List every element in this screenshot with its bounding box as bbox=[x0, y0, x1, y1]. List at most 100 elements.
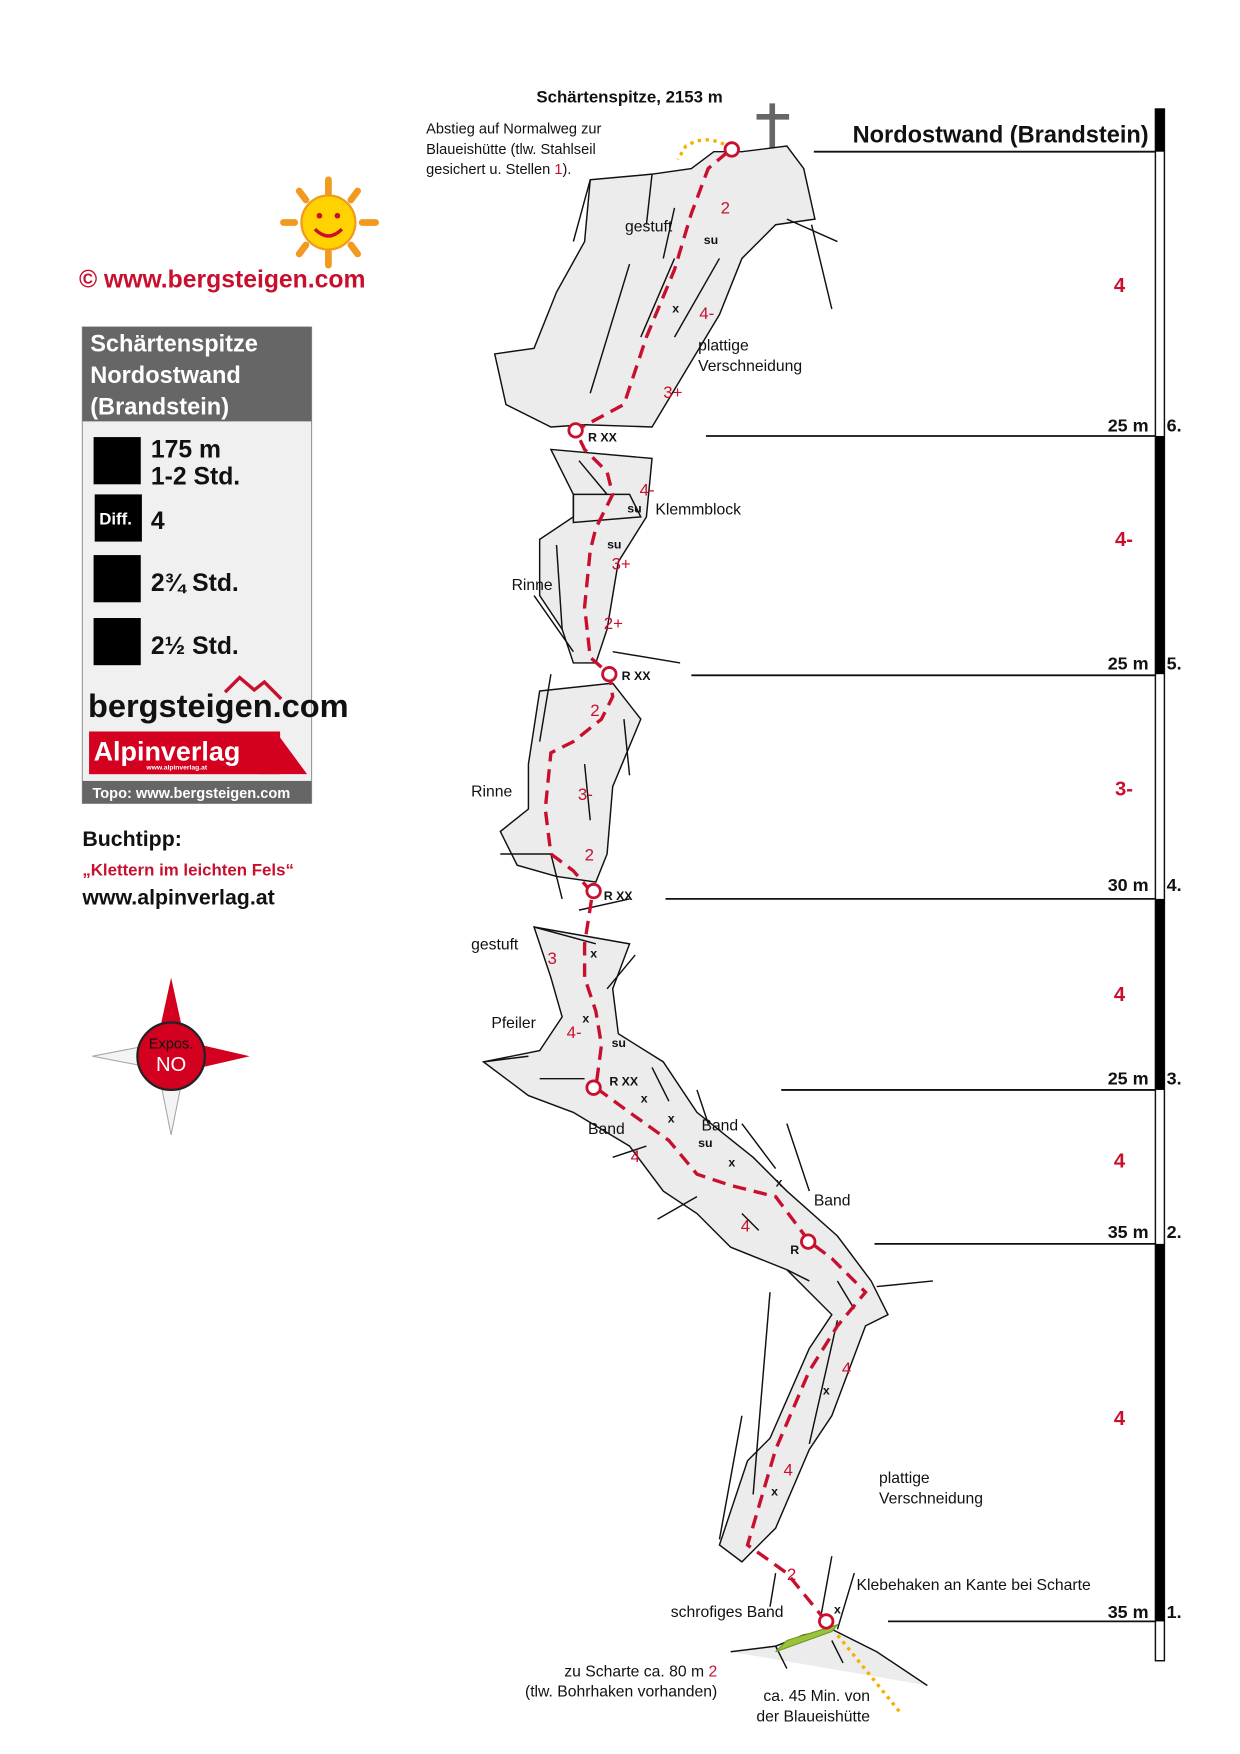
pitch-length: 30 m bbox=[1108, 875, 1149, 895]
pitch-scale-grade: 4 bbox=[1114, 984, 1126, 1006]
difficulty: 4 bbox=[151, 508, 165, 535]
feature-label: schrofiges Band bbox=[671, 1604, 784, 1621]
belay-label: R XX bbox=[588, 431, 618, 445]
pitch-number: 2. bbox=[1167, 1222, 1182, 1242]
difficulty-icon bbox=[94, 494, 142, 542]
pitch-grade: 2 bbox=[585, 846, 594, 865]
pitch-grade: 4 bbox=[631, 1147, 640, 1166]
sun-logo-icon bbox=[280, 176, 379, 269]
belay-label: R XX bbox=[609, 1074, 639, 1088]
feature-label: Pfeiler bbox=[491, 1015, 536, 1032]
piton-mark: x bbox=[776, 1176, 783, 1190]
pitch-scale-grade: 4- bbox=[1115, 529, 1133, 551]
piton-mark: x bbox=[728, 1155, 735, 1169]
pitch-grade: 2 bbox=[721, 198, 730, 217]
info-box: Schärtenspitze Nordostwand (Brandstein) … bbox=[81, 326, 349, 804]
pitch-length: 25 m bbox=[1108, 415, 1149, 435]
diff-label: Diff. bbox=[99, 510, 132, 529]
belay-icon bbox=[601, 666, 618, 683]
route-length: 175 m bbox=[151, 436, 221, 463]
pitch-length: 25 m bbox=[1108, 1068, 1149, 1088]
feature-label: Band bbox=[701, 1117, 738, 1134]
piton-mark: x bbox=[590, 946, 597, 960]
feature-label: Verschneidung bbox=[698, 358, 802, 375]
descent-arrow bbox=[676, 138, 732, 161]
pitch-grade: 4 bbox=[741, 1217, 750, 1236]
descent-note-1: Abstieg auf Normalweg zur bbox=[426, 122, 601, 138]
belay-label: R bbox=[790, 1243, 799, 1257]
compass-label: Expos. bbox=[149, 1036, 194, 1052]
feature-label: der Blaueishütte bbox=[756, 1708, 870, 1725]
pitch-length: 35 m bbox=[1108, 1222, 1149, 1242]
climber-icon bbox=[93, 437, 141, 485]
book-label: Buchtipp: bbox=[82, 827, 182, 851]
book-url[interactable]: www.alpinverlag.at bbox=[81, 886, 274, 910]
belay-label: R XX bbox=[604, 889, 634, 903]
approach-hiker-icon bbox=[93, 555, 141, 603]
belay-icon bbox=[567, 422, 584, 439]
su-label: su bbox=[704, 233, 718, 247]
bergsteigen-logo: bergsteigen.com bbox=[88, 688, 349, 724]
rock-face bbox=[481, 145, 934, 1687]
feature-label: Verschneidung bbox=[879, 1490, 983, 1507]
feature-label: (tlw. Bohrhaken vorhanden) bbox=[525, 1684, 717, 1701]
pitch-grade: 4 bbox=[842, 1359, 851, 1378]
pitch-scale-grade: 4 bbox=[1114, 1408, 1126, 1430]
piton-mark: x bbox=[771, 1485, 778, 1499]
pitch-grade: 4- bbox=[567, 1023, 582, 1042]
feature-label: Klemmblock bbox=[655, 502, 741, 519]
pitch-length: 25 m bbox=[1108, 654, 1149, 674]
piton-mark: x bbox=[823, 1383, 830, 1397]
pitch-length: 35 m bbox=[1108, 1602, 1149, 1622]
feature-label: Klebehaken an Kante bei Scharte bbox=[857, 1577, 1091, 1594]
descent-note-3: gesichert u. Stellen 1). bbox=[426, 162, 571, 178]
pitch-scale-grade: 3- bbox=[1115, 779, 1133, 801]
info-title-2: Nordostwand bbox=[90, 362, 241, 388]
summit-cross-icon bbox=[756, 103, 790, 151]
feature-label: plattige bbox=[879, 1470, 930, 1487]
piton-mark: x bbox=[834, 1603, 841, 1617]
feature-label: Band bbox=[814, 1193, 851, 1210]
pitch-scale bbox=[665, 108, 1166, 1662]
feature-label: ca. 45 Min. von bbox=[763, 1688, 870, 1705]
pitch-number: 1. bbox=[1167, 1602, 1182, 1622]
approach-arrow bbox=[836, 1633, 901, 1713]
pitch-grade: 4- bbox=[640, 481, 655, 500]
pitch-grade: 4- bbox=[699, 304, 714, 323]
pitch-grade: 3+ bbox=[612, 555, 631, 574]
piton-mark: x bbox=[672, 301, 679, 315]
descent-note-2: Blaueishütte (tlw. Stahlseil bbox=[426, 142, 596, 158]
pitch-grade: 2+ bbox=[604, 614, 623, 633]
route-title: Nordostwand (Brandstein) bbox=[853, 122, 1149, 148]
info-title-3: (Brandstein) bbox=[90, 394, 229, 420]
belay-label: R XX bbox=[622, 669, 652, 683]
belay-icon bbox=[585, 882, 602, 900]
piton-mark: x bbox=[582, 1012, 589, 1026]
summit-label: Schärtenspitze, 2153 m bbox=[536, 87, 722, 106]
belay-icon bbox=[723, 141, 740, 158]
book-title: „Klettern im leichten Fels“ bbox=[82, 860, 294, 879]
piton-mark: x bbox=[641, 1091, 648, 1105]
belays bbox=[567, 141, 835, 1630]
info-title-1: Schärtenspitze bbox=[90, 331, 258, 357]
feature-label: Rinne bbox=[471, 784, 512, 801]
su-label: su bbox=[698, 1136, 712, 1150]
feature-label: gestuft bbox=[625, 218, 673, 235]
pitch-number: 5. bbox=[1167, 654, 1182, 674]
topo-credit: Topo: www.bergsteigen.com bbox=[92, 786, 290, 802]
copyright-link[interactable]: © www.bergsteigen.com bbox=[79, 267, 366, 294]
belay-icon bbox=[800, 1233, 817, 1250]
pitch-number: 4. bbox=[1167, 875, 1182, 895]
pitch-grade: 3+ bbox=[663, 383, 682, 402]
belay-icon bbox=[818, 1613, 835, 1630]
feature-label: Rinne bbox=[512, 577, 553, 594]
feature-label: Band bbox=[588, 1121, 625, 1138]
belay-icon bbox=[585, 1079, 602, 1096]
pitch-grade: 4 bbox=[783, 1460, 792, 1479]
route-line bbox=[543, 148, 868, 1623]
descent-hiker-icon bbox=[93, 618, 141, 666]
pitch-grade: 2 bbox=[787, 1565, 796, 1584]
compass-icon: Expos. NO bbox=[92, 977, 250, 1135]
descent-time: 2½ Std. bbox=[151, 633, 239, 660]
